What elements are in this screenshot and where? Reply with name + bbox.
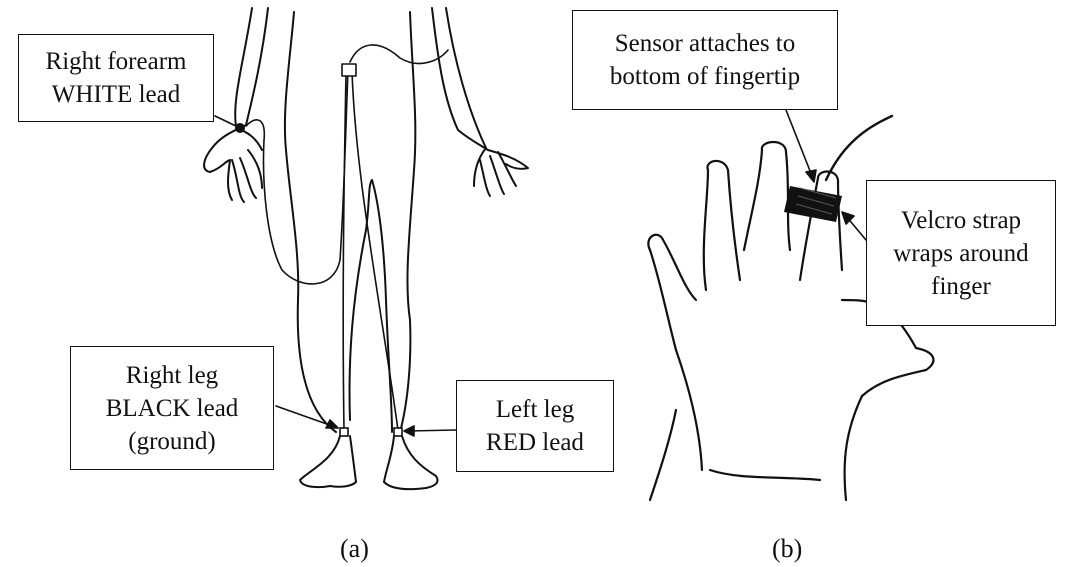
callout-line: Left leg	[457, 393, 613, 426]
callout-line: RED lead	[457, 426, 613, 459]
pointer-arrows-b	[786, 110, 866, 240]
caption-b: (b)	[772, 534, 802, 564]
callout-line: WHITE lead	[19, 78, 213, 111]
caption-a: (a)	[340, 534, 369, 564]
callout-line: Sensor attaches to	[573, 27, 837, 60]
sensor-strap	[784, 186, 842, 222]
callout-line: bottom of fingertip	[573, 60, 837, 93]
ecg-cables	[246, 45, 448, 430]
callout-right-leg: Right leg BLACK lead (ground)	[70, 346, 274, 470]
callout-line: finger	[867, 270, 1055, 303]
callout-line: Velcro strap	[867, 204, 1055, 237]
callout-line: Right leg	[71, 359, 273, 392]
callout-left-leg: Left leg RED lead	[456, 380, 614, 472]
callout-line: BLACK lead	[71, 392, 273, 425]
callout-line: wraps around	[867, 237, 1055, 270]
left-hand-drawing	[474, 148, 528, 196]
callout-right-forearm: Right forearm WHITE lead	[18, 34, 214, 122]
callout-line: Right forearm	[19, 45, 213, 78]
feet-drawing	[300, 436, 438, 489]
callout-line: (ground)	[71, 425, 273, 458]
callout-sensor: Sensor attaches to bottom of fingertip	[572, 10, 838, 110]
callout-velcro: Velcro strap wraps around finger	[866, 180, 1056, 326]
right-hand-drawing	[204, 128, 262, 202]
